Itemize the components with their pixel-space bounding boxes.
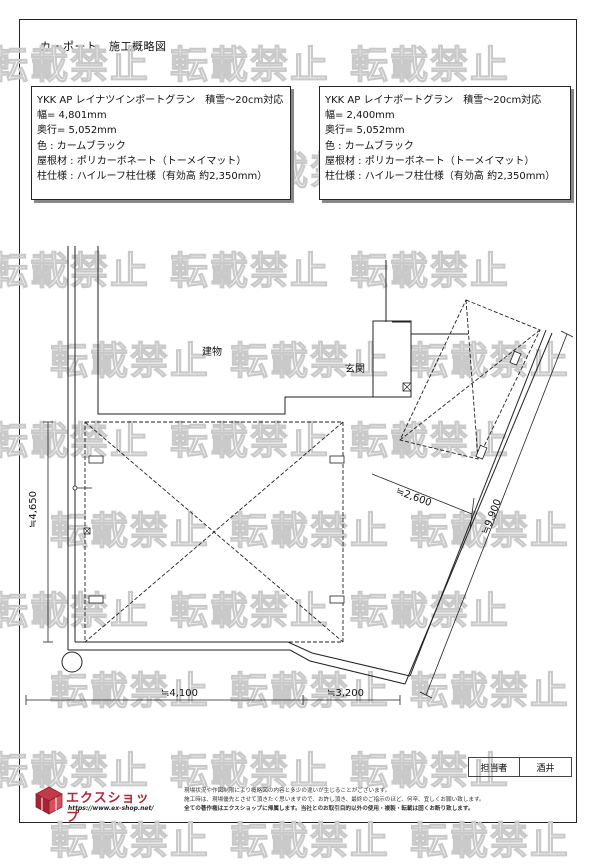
spec-line: 幅= 4,801mm	[37, 110, 107, 122]
post-marker	[88, 455, 104, 464]
spec-line: 屋根材 : ポリカーボネート（トーメイマット）	[325, 155, 535, 167]
watermark-text: 転載禁止	[0, 419, 151, 464]
watermark-text: 転載禁止	[49, 509, 211, 554]
watermark-text: 転載禁止	[409, 339, 571, 384]
watermark-text: 転載禁止	[49, 339, 211, 384]
spec-line: 柱仕様 : ハイルーフ柱仕様（有効高 約2,350mm）	[325, 170, 556, 182]
twin-carport-diagonal-2	[84, 421, 344, 643]
spec-line: 屋根材 : ポリカーボネート（トーメイマット）	[37, 155, 247, 167]
staff-label: 担当者	[469, 758, 520, 776]
watermark-text: 転載禁止	[349, 43, 511, 88]
post-marker	[329, 595, 345, 604]
dim-depth-left: ≒4,650	[28, 490, 39, 528]
page-frame	[19, 19, 577, 823]
watermark-text: 転載禁止	[349, 749, 511, 794]
boundary-line-bottom-outer	[68, 649, 406, 685]
watermark-text: 転載禁止	[349, 249, 511, 294]
watermark-text: 転載禁止	[229, 509, 391, 554]
spec-line: YKK AP レイナツインポートグラン 積雪～20cm対応	[37, 95, 284, 106]
building-outline	[97, 246, 412, 415]
watermark-text: 転載禁止	[169, 589, 331, 634]
watermark-text: 転載禁止	[0, 249, 151, 294]
site-plan-drawing	[25, 246, 574, 705]
watermark-text: 転載禁止	[409, 509, 571, 554]
spec-line: 色 : カームブラック	[325, 140, 414, 152]
entrance-box	[372, 320, 412, 398]
company-logo: エクスショップ https://www.ex-shop.net/	[32, 783, 162, 825]
footer-notes: 現場状況や作図制限により概略図の内容と多少の違いが生じることがございます。 施工…	[184, 787, 485, 814]
footer-note-line: 現場状況や作図制限により概略図の内容と多少の違いが生じることがございます。	[184, 788, 391, 794]
watermark-text: 転載禁止	[0, 43, 151, 88]
post-marker	[88, 595, 104, 604]
entrance-label: 玄関	[345, 364, 365, 375]
watermark-text: 転載禁止	[49, 669, 211, 714]
company-url: https://www.ex-shop.net/	[68, 805, 154, 812]
post-marker	[329, 455, 345, 464]
page-title: カーポート 施工概略図	[40, 40, 167, 53]
watermark-text: 転載禁止	[169, 419, 331, 464]
spec-box-single-carport: YKK AP レイナポートグラン 積雪～20cm対応 幅= 2,400mm 奥行…	[319, 86, 571, 200]
box-logo-icon	[35, 786, 63, 815]
dim-width-bottom-right: ≒3,200	[327, 688, 365, 699]
post-marker	[509, 350, 522, 366]
watermark-text: 転載禁止	[0, 749, 151, 794]
gate-pivot	[72, 485, 78, 491]
company-name: エクスショップ	[66, 791, 150, 825]
dim-line-diag-large	[425, 333, 568, 696]
post-marker	[475, 444, 488, 460]
dim-width-bottom-left: ≒4,100	[161, 688, 199, 699]
building-label: 建物	[202, 347, 222, 358]
watermark-text: 転載禁止	[169, 749, 331, 794]
watermark-text: 転載禁止	[229, 669, 391, 714]
spec-line: YKK AP レイナポートグラン 積雪～20cm対応	[325, 95, 542, 106]
watermark-text: 転載禁止	[0, 589, 151, 634]
boundary-line-diagonal-outer	[404, 332, 553, 685]
single-carport-diagonal-1	[465, 299, 479, 460]
boundary-line-bottom-inner	[75, 641, 411, 677]
single-carport-outline	[399, 299, 541, 460]
footer-note-line: 施工時は、現場優先とさせて頂きたく思いますので、お許し頂き、最終のご指示のほど、…	[184, 797, 485, 803]
spec-line: 奥行= 5,052mm	[37, 125, 117, 137]
spec-line: 奥行= 5,052mm	[325, 125, 405, 137]
watermark-text: 転載禁止	[169, 249, 331, 294]
corner-pillar	[61, 651, 83, 673]
dim-line-diag-small	[371, 473, 473, 515]
single-carport-diagonal-2	[399, 329, 541, 441]
staff-box: 担当者 酒井	[468, 757, 572, 777]
footer-note-line: 全ての著作権はエクスショップに帰属します。当社とのお取引目的以外の使用・複製・転…	[184, 806, 474, 812]
staff-name: 酒井	[536, 763, 555, 774]
watermark-text: 転載禁止	[169, 43, 331, 88]
watermark-text: 転載禁止	[409, 669, 571, 714]
spec-box-twin-carport: YKK AP レイナツインポートグラン 積雪～20cm対応 幅= 4,801mm…	[31, 86, 291, 200]
watermark-text: 転載禁止	[229, 339, 391, 384]
spec-line: 色 : カームブラック	[37, 140, 126, 152]
spec-line: 幅= 2,400mm	[325, 110, 395, 122]
spec-line: 柱仕様 : ハイルーフ柱仕様（有効高 約2,350mm）	[37, 170, 268, 182]
